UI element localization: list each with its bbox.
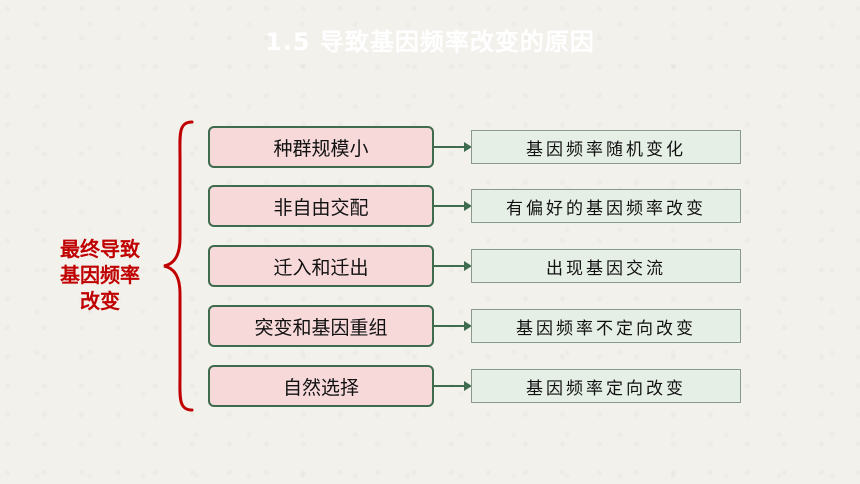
arrow-2 (434, 201, 472, 211)
result-box-3: 出现基因交流 (471, 249, 741, 283)
left-curly-brace (163, 120, 194, 412)
cause-box-1: 种群规模小 (208, 126, 434, 168)
arrow-5 (434, 381, 472, 391)
cause-box-4: 突变和基因重组 (208, 305, 434, 347)
slide-title: 1.5 导致基因频率改变的原因 (265, 28, 595, 56)
left-label-line-3: 改变 (80, 289, 120, 313)
result-box-4: 基因频率不定向改变 (471, 309, 741, 343)
result-box-5: 基因频率定向改变 (471, 369, 741, 403)
arrow-4 (434, 321, 472, 331)
left-label: 最终导致 基因频率 改变 (40, 236, 160, 314)
arrow-1 (434, 142, 472, 152)
left-label-line-2: 基因频率 (60, 263, 140, 287)
cause-box-5: 自然选择 (208, 365, 434, 407)
cause-box-2: 非自由交配 (208, 185, 434, 227)
cause-box-3: 迁入和迁出 (208, 245, 434, 287)
left-label-line-1: 最终导致 (60, 237, 140, 261)
arrow-3 (434, 261, 472, 271)
result-box-2: 有偏好的基因频率改变 (471, 189, 741, 223)
result-box-1: 基因频率随机变化 (471, 130, 741, 164)
